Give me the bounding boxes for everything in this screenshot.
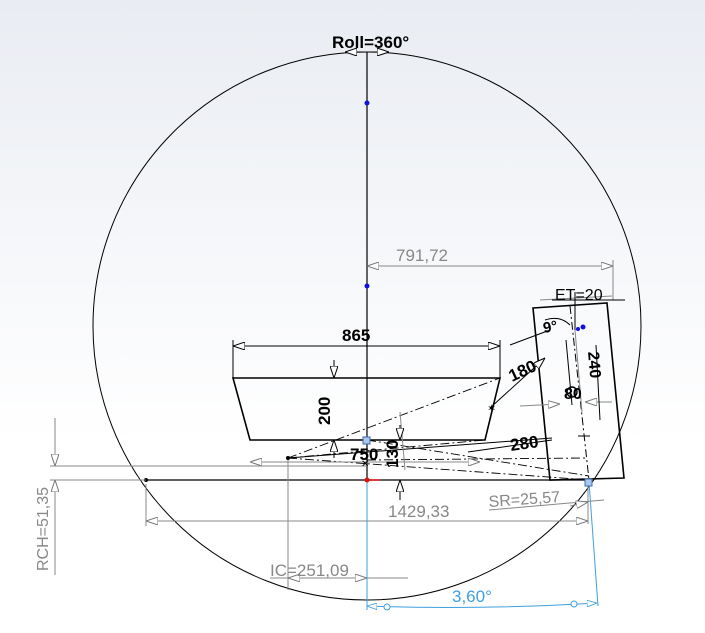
- roll-label[interactable]: Roll=360°: [332, 33, 409, 52]
- gray-dimensions: [50, 260, 614, 590]
- black-dimensions: [232, 52, 625, 500]
- tilt-label[interactable]: 9°: [542, 318, 559, 337]
- d80-label[interactable]: 80: [564, 386, 582, 403]
- sketch-point-mid[interactable]: [364, 283, 370, 289]
- width-label[interactable]: 865: [342, 326, 370, 345]
- d180-label[interactable]: 180: [506, 356, 540, 385]
- angle-handle-left[interactable]: [383, 603, 391, 611]
- tyre-rectangle[interactable]: [532, 302, 625, 481]
- length-label[interactable]: 1429,33: [388, 502, 449, 521]
- angle-label[interactable]: 3,60°: [452, 587, 492, 606]
- sr-label[interactable]: SR=25,57: [488, 489, 561, 511]
- et-label[interactable]: ET=20: [555, 287, 603, 304]
- rch-label[interactable]: RCH=51,35: [35, 487, 52, 571]
- d280-label[interactable]: 280: [509, 432, 540, 455]
- hub-point[interactable]: [362, 436, 371, 445]
- d130-label[interactable]: 130: [383, 440, 402, 468]
- contact-point[interactable]: [584, 478, 593, 487]
- d750-label[interactable]: 750: [350, 445, 378, 464]
- offset-label[interactable]: 791,72: [396, 246, 448, 265]
- ic-point[interactable]: [286, 456, 290, 460]
- intersection-mark-1: ✶: [487, 402, 496, 415]
- d240-label[interactable]: 240: [584, 351, 603, 379]
- angle-handle-right[interactable]: [570, 600, 578, 608]
- sketch-point-tyre[interactable]: [580, 324, 586, 330]
- sketch-point-tyre-2[interactable]: [576, 327, 580, 331]
- ic-label[interactable]: IC=251,09: [270, 561, 349, 580]
- rim-trapezoid[interactable]: [231, 377, 502, 441]
- intersection-mark-2: ✕: [361, 459, 369, 470]
- origin-point: [364, 477, 370, 483]
- construction-lines: [287, 377, 590, 481]
- support-line[interactable]: [287, 437, 553, 459]
- angle-dimension[interactable]: [366, 481, 599, 610]
- tyre-center-mark: [566, 386, 578, 398]
- tyre-centerline[interactable]: [569, 305, 590, 481]
- sketch-point-top[interactable]: [364, 100, 370, 106]
- height-label[interactable]: 200: [315, 397, 334, 425]
